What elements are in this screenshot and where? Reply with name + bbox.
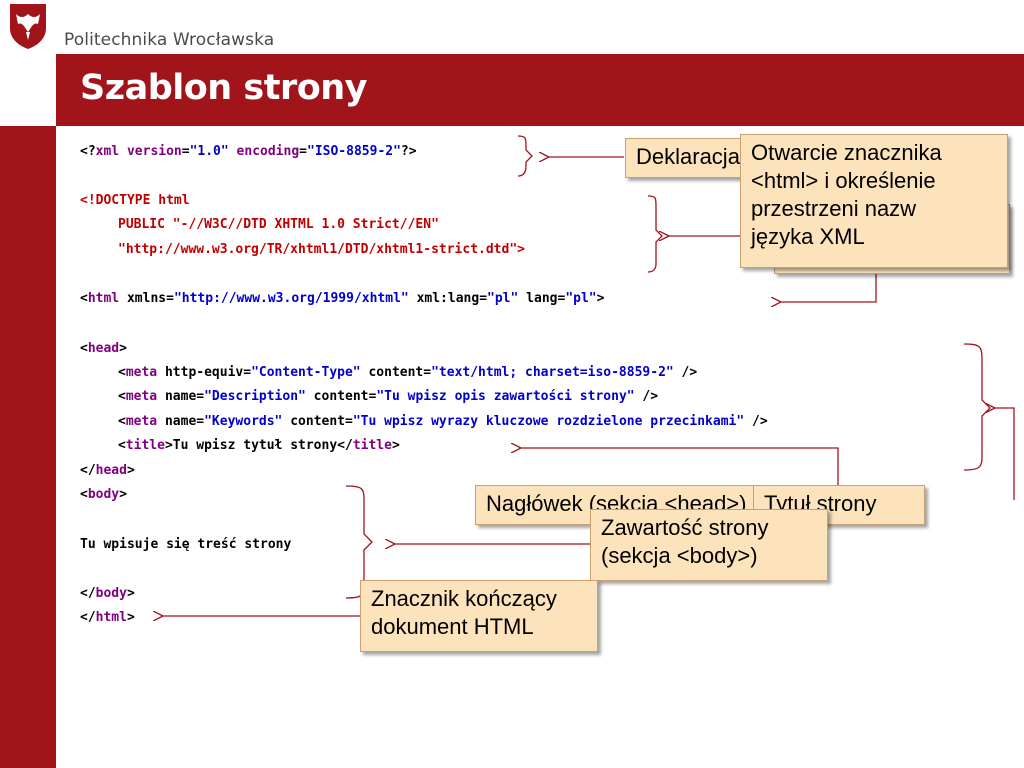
callout-content-line-1: Zawartość strony [601,515,769,540]
bracket-doctype [647,195,663,273]
callout-header-section: Nagłówek (sekcja <head>) [475,485,765,525]
university-logo [0,0,56,54]
title-bar: Szablon strony [56,54,1024,126]
callout-html-open: Otwarcie znacznika <html> i określenie p… [740,134,1008,268]
crest-icon [10,4,46,49]
callout-html-open-line-2: <html> i określenie [751,168,936,193]
bracket-body [345,485,373,599]
callout-content-line-2: (sekcja <body>) [601,543,758,568]
callout-html-open-line-3: przestrzeni nazw [751,196,917,221]
university-name: Politechnika Wrocławska [64,30,275,50]
callout-closing-line-2: dokument HTML [371,614,534,639]
callout-closing: Znacznik kończący dokument HTML [360,580,598,652]
callout-html-open-line-1: Otwarcie znacznika [751,140,942,165]
callout-content: Zawartość strony (sekcja <body>) [590,509,828,581]
page-title: Szablon strony [80,68,368,108]
bracket-xml [517,135,533,177]
callout-closing-line-1: Znacznik kończący [371,586,557,611]
callout-html-open-line-4: języka XML [751,224,865,249]
bracket-head [963,343,991,471]
sidebar-stripe [0,126,56,768]
